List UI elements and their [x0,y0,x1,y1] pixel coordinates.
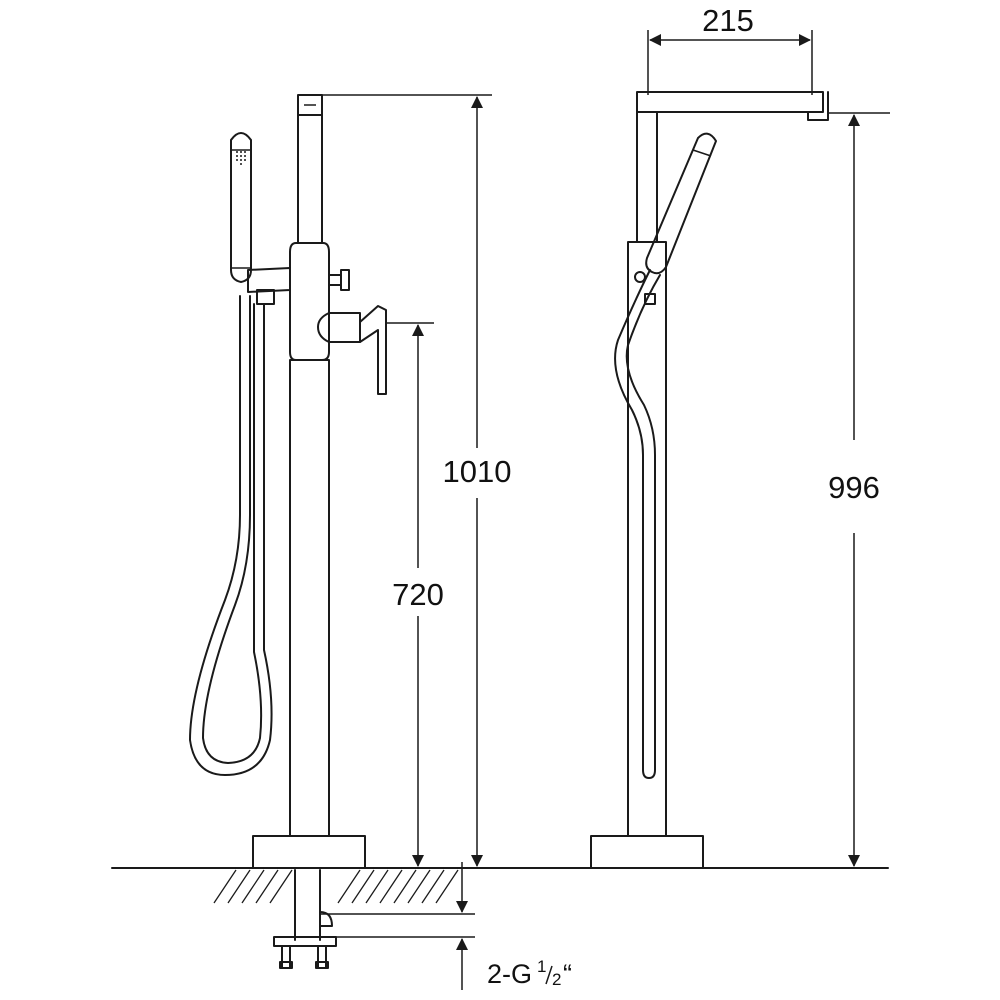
front-column [289,359,330,837]
front-shower-holder [247,267,291,293]
side-spout-outlet [807,91,829,121]
dim-total-height-side: 996 [828,470,880,505]
dim-spout-reach: 215 [702,3,754,38]
side-diverter-knob [634,271,646,283]
front-hose-connector [256,289,275,305]
side-hand-shower [645,132,717,275]
side-upper-riser [636,111,658,243]
thread-label: 2-G 1 2 “ [487,957,572,989]
dimension-215: 215 [647,3,813,95]
front-upper-riser [297,114,323,244]
front-base-plate [252,835,366,869]
dim-total-height-front: 1010 [443,454,512,489]
front-mixer-body [289,242,330,361]
front-lever-handle [359,305,387,395]
side-base-plate [590,835,704,869]
dimensions: 1010 720 215 996 [320,3,890,990]
front-hose-outer [189,295,273,776]
side-view [590,91,829,869]
dimension-996: 996 [828,112,890,867]
front-spout-head [297,94,323,116]
side-spout-arm [636,91,824,113]
dimension-720: 720 [386,322,444,867]
floor-hatching [213,869,459,904]
side-hose [614,269,661,779]
front-hand-shower [230,132,252,283]
front-diverter-stem [328,274,342,286]
dimension-thread-depth [320,862,475,990]
front-diverter-knob [340,269,350,291]
front-handle-cartridge [328,312,361,343]
front-supply-pipes [273,869,337,969]
fraction-slash [545,965,553,985]
front-hose-inner [202,295,263,764]
dim-handle-height: 720 [392,577,444,612]
front-handle-cap [317,312,330,343]
floor [111,867,889,904]
shower-spray-dots [236,151,246,165]
front-view [189,94,387,969]
dimension-1010: 1010 [322,94,512,867]
